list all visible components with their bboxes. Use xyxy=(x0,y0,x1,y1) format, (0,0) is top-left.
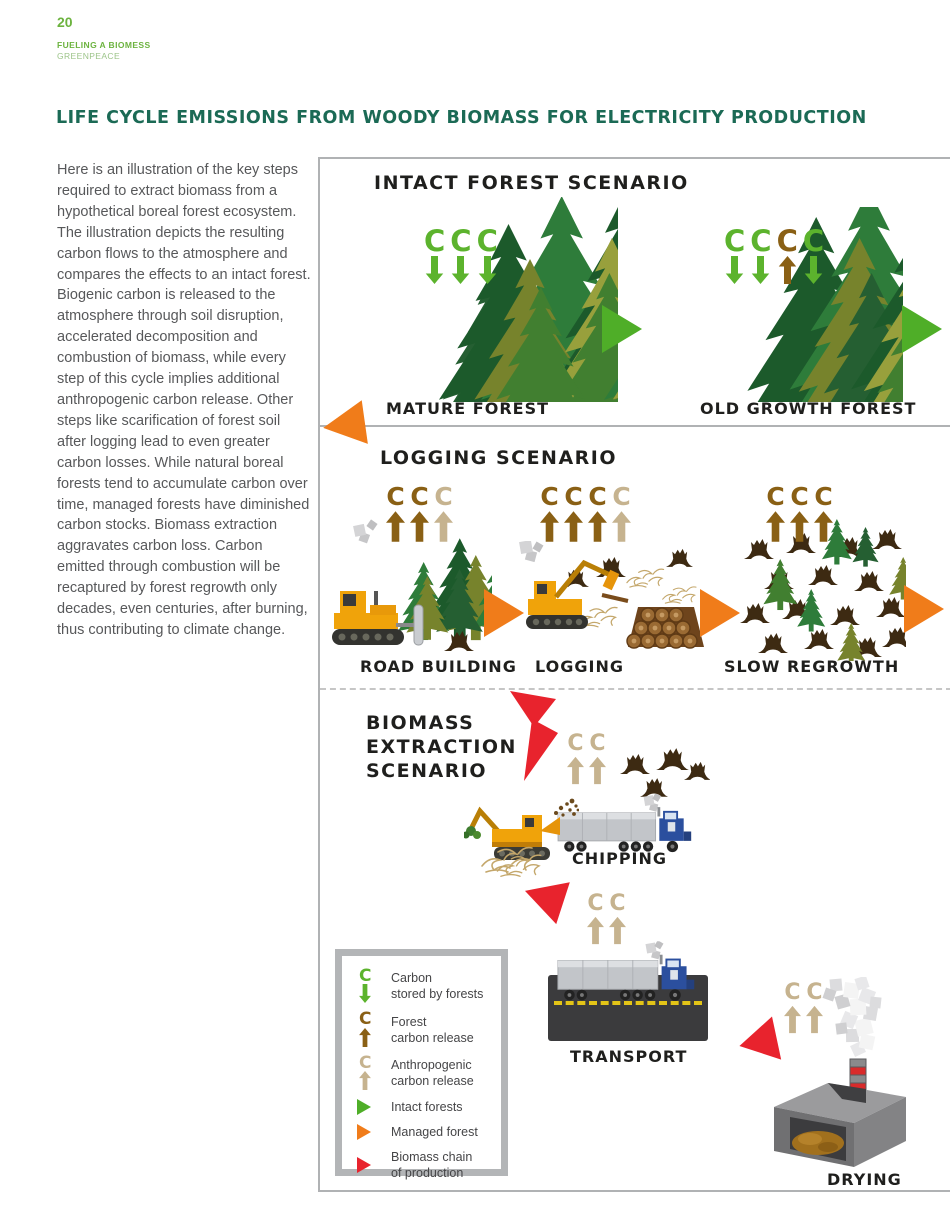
carbon-forest-icon: C xyxy=(588,484,607,544)
road-center-line xyxy=(554,1001,702,1005)
carbon-anthropogenic-icon: C xyxy=(434,484,453,544)
carbon-stored-icon: C xyxy=(803,227,824,284)
carbon-forest-icon: C xyxy=(386,484,405,544)
carbon-anthropogenic-icon: C xyxy=(806,982,823,1034)
carbon-stored-icon: C xyxy=(424,227,445,284)
carbon-anthropogenic-icon: C xyxy=(612,484,631,544)
report-title: FUELING A BIOMESS xyxy=(57,40,151,50)
legend-biomass-flow-icon xyxy=(357,1157,391,1174)
carbon-forest-icon: C xyxy=(564,484,583,544)
managed-flow-icon xyxy=(904,585,944,633)
page-number: 20 xyxy=(57,14,73,30)
intact-flow-icon xyxy=(902,305,942,353)
drying-illustration xyxy=(774,977,906,1167)
carbon-forest-icon: C xyxy=(766,484,785,544)
carbon-forest-icon: C xyxy=(777,227,798,284)
intact-scenario-title: INTACT FOREST SCENARIO xyxy=(374,172,689,194)
legend-item-label: Anthropogenic carbon release xyxy=(391,1058,474,1089)
carbon-forest-icon: C xyxy=(410,484,429,544)
legend-item: Biomass chain of production xyxy=(357,1149,495,1181)
carbon-forest-icon: C xyxy=(540,484,559,544)
logging-scenario-title: LOGGING SCENARIO xyxy=(380,447,618,469)
legend-managed-flow-icon xyxy=(357,1124,391,1141)
carbon-forest-icon: C xyxy=(790,484,809,544)
legend-item: Intact forests xyxy=(357,1099,495,1116)
carbon-anthropogenic-icon: C xyxy=(587,893,604,945)
stage-label-old-growth-forest: OLD GROWTH FOREST xyxy=(700,399,917,418)
stage-label-transport: TRANSPORT xyxy=(570,1047,688,1066)
legend-item-label: Managed forest xyxy=(391,1125,478,1140)
page-title: LIFE CYCLE EMISSIONS FROM WOODY BIOMASS … xyxy=(56,108,867,128)
carbon-stored-icon: C xyxy=(477,227,498,284)
managed-flow-icon xyxy=(700,589,740,637)
carbon-stored-icon: C xyxy=(724,227,745,284)
legend-item-label: Biomass chain of production xyxy=(391,1150,473,1181)
managed-flow-icon xyxy=(484,589,524,637)
stage-label-slow-regrowth: SLOW REGROWTH xyxy=(724,657,900,676)
logging-illustration xyxy=(519,541,704,649)
stage-label-drying: DRYING xyxy=(827,1170,902,1189)
publisher-name: GREENPEACE xyxy=(57,51,121,61)
section-divider-solid xyxy=(320,425,950,427)
carbon-forest-icon: C xyxy=(814,484,833,544)
stage-label-logging: LOGGING xyxy=(535,657,624,676)
legend-carbon-anthropogenic-icon: C xyxy=(357,1054,391,1091)
legend-item: Managed forest xyxy=(357,1124,495,1141)
legend-carbon-stored-icon: C xyxy=(357,967,391,1004)
legend-item-label: Intact forests xyxy=(391,1100,463,1115)
transport-truck-illustration xyxy=(557,941,695,1002)
carbon-anthropogenic-icon: C xyxy=(589,733,606,785)
carbon-anthropogenic-icon: C xyxy=(784,982,801,1034)
stage-label-mature-forest: MATURE FOREST xyxy=(386,399,550,418)
legend-item-label: Forest carbon release xyxy=(391,1014,474,1045)
managed-flow-icon xyxy=(320,400,368,450)
carbon-stored-icon: C xyxy=(750,227,772,284)
intro-paragraph: Here is an illustration of the key steps… xyxy=(57,162,311,638)
stage-label-chipping: CHIPPING xyxy=(572,849,668,868)
carbon-anthropogenic-icon: C xyxy=(567,733,584,785)
legend-intact-flow-icon xyxy=(357,1099,391,1116)
intact-flow-icon xyxy=(602,305,642,353)
biomass-scenario-title: BIOMASS EXTRACTION SCENARIO xyxy=(366,712,517,782)
section-divider-dashed xyxy=(320,688,950,690)
carbon-anthropogenic-icon: C xyxy=(609,893,626,945)
stage-label-road-building: ROAD BUILDING xyxy=(360,657,517,676)
legend-carbon-forest-icon: C xyxy=(357,1011,391,1047)
biomass-flow-icon xyxy=(510,691,558,781)
mature-forest-illustration xyxy=(326,197,618,402)
legend-item-label: Carbon stored by forests xyxy=(391,971,484,1002)
carbon-stored-icon: C xyxy=(450,227,472,284)
road-building-illustration xyxy=(330,519,492,651)
